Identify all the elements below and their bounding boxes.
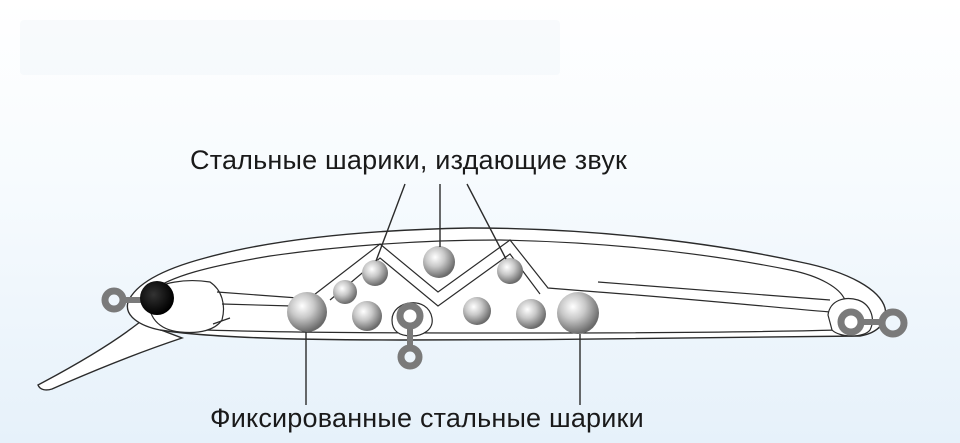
- belly-hook-ring: [396, 302, 424, 370]
- rear-channel: [597, 281, 831, 313]
- fixed-ball: [287, 292, 327, 332]
- lure-eye: [140, 281, 174, 315]
- rattle-ball: [333, 280, 357, 304]
- fixed-balls: [287, 292, 599, 334]
- lure-lip: [37, 321, 185, 391]
- background-watermark: [20, 20, 560, 75]
- front-channel: [212, 291, 299, 325]
- fixed-balls-label: Фиксированные стальные шарики: [210, 403, 644, 433]
- leader-lines-bottom: [305, 332, 581, 405]
- rattle-ball: [516, 299, 546, 329]
- fixed-ball: [557, 292, 599, 334]
- rattle-ball: [463, 297, 491, 325]
- rattle-ball: [362, 260, 388, 286]
- lure-body-outline: [126, 227, 887, 341]
- rattle-balls: [333, 246, 546, 331]
- leader-lines-top: [375, 183, 507, 262]
- tail-hook-ring: [837, 308, 908, 338]
- rattle-ball: [352, 301, 382, 331]
- rattle-ball: [423, 246, 455, 278]
- lure-inner-top-line: [149, 239, 846, 301]
- rattle-ball: [497, 258, 523, 284]
- lure-inner-bottom-line: [204, 329, 841, 334]
- rattle-balls-label: Стальные шарики, издающие звук: [190, 145, 628, 175]
